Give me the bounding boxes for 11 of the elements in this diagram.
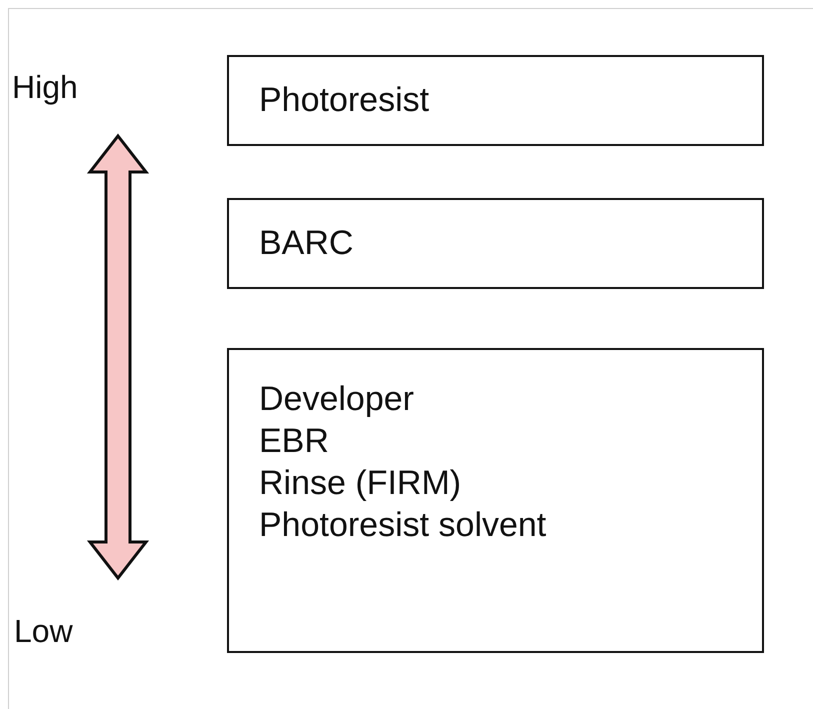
scale-label: High xyxy=(12,68,78,106)
layer-box xyxy=(227,55,764,146)
layer-name: EBR xyxy=(259,421,330,462)
scale-label: Low xyxy=(14,612,73,650)
layer-box xyxy=(227,348,764,653)
layer-box xyxy=(227,198,764,289)
layer-name: Rinse (FIRM) xyxy=(259,463,462,504)
layer-name: Developer xyxy=(259,379,415,420)
layer-name: Photoresist solvent xyxy=(259,505,548,546)
layer-name: Photoresist xyxy=(259,80,430,121)
layer-name: BARC xyxy=(259,223,354,264)
